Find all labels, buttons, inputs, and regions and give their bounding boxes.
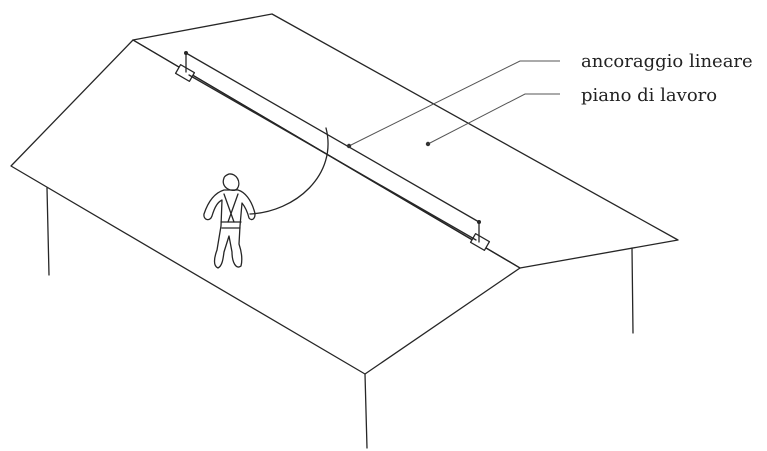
label-linear-anchor: ancoraggio lineare (581, 51, 753, 72)
post-right (631, 247, 634, 334)
building-posts (46, 187, 634, 449)
leader-work-surface (427, 93, 560, 145)
leader-lines (346, 60, 560, 149)
anchor-cable-bottom (188, 74, 477, 241)
roof-front-plane (10, 39, 521, 375)
label-work-surface: piano di lavoro (581, 85, 717, 106)
linear-anchor-system (174, 51, 491, 251)
lanyard (249, 127, 329, 215)
leader-linear-anchor (348, 60, 560, 147)
anchor-cable-top (185, 52, 480, 223)
post-left (46, 187, 50, 276)
leader-dot-work-surface (425, 141, 431, 147)
leader-dot-linear-anchor (346, 143, 352, 149)
worker-figure (203, 173, 256, 269)
post-front (364, 373, 368, 449)
